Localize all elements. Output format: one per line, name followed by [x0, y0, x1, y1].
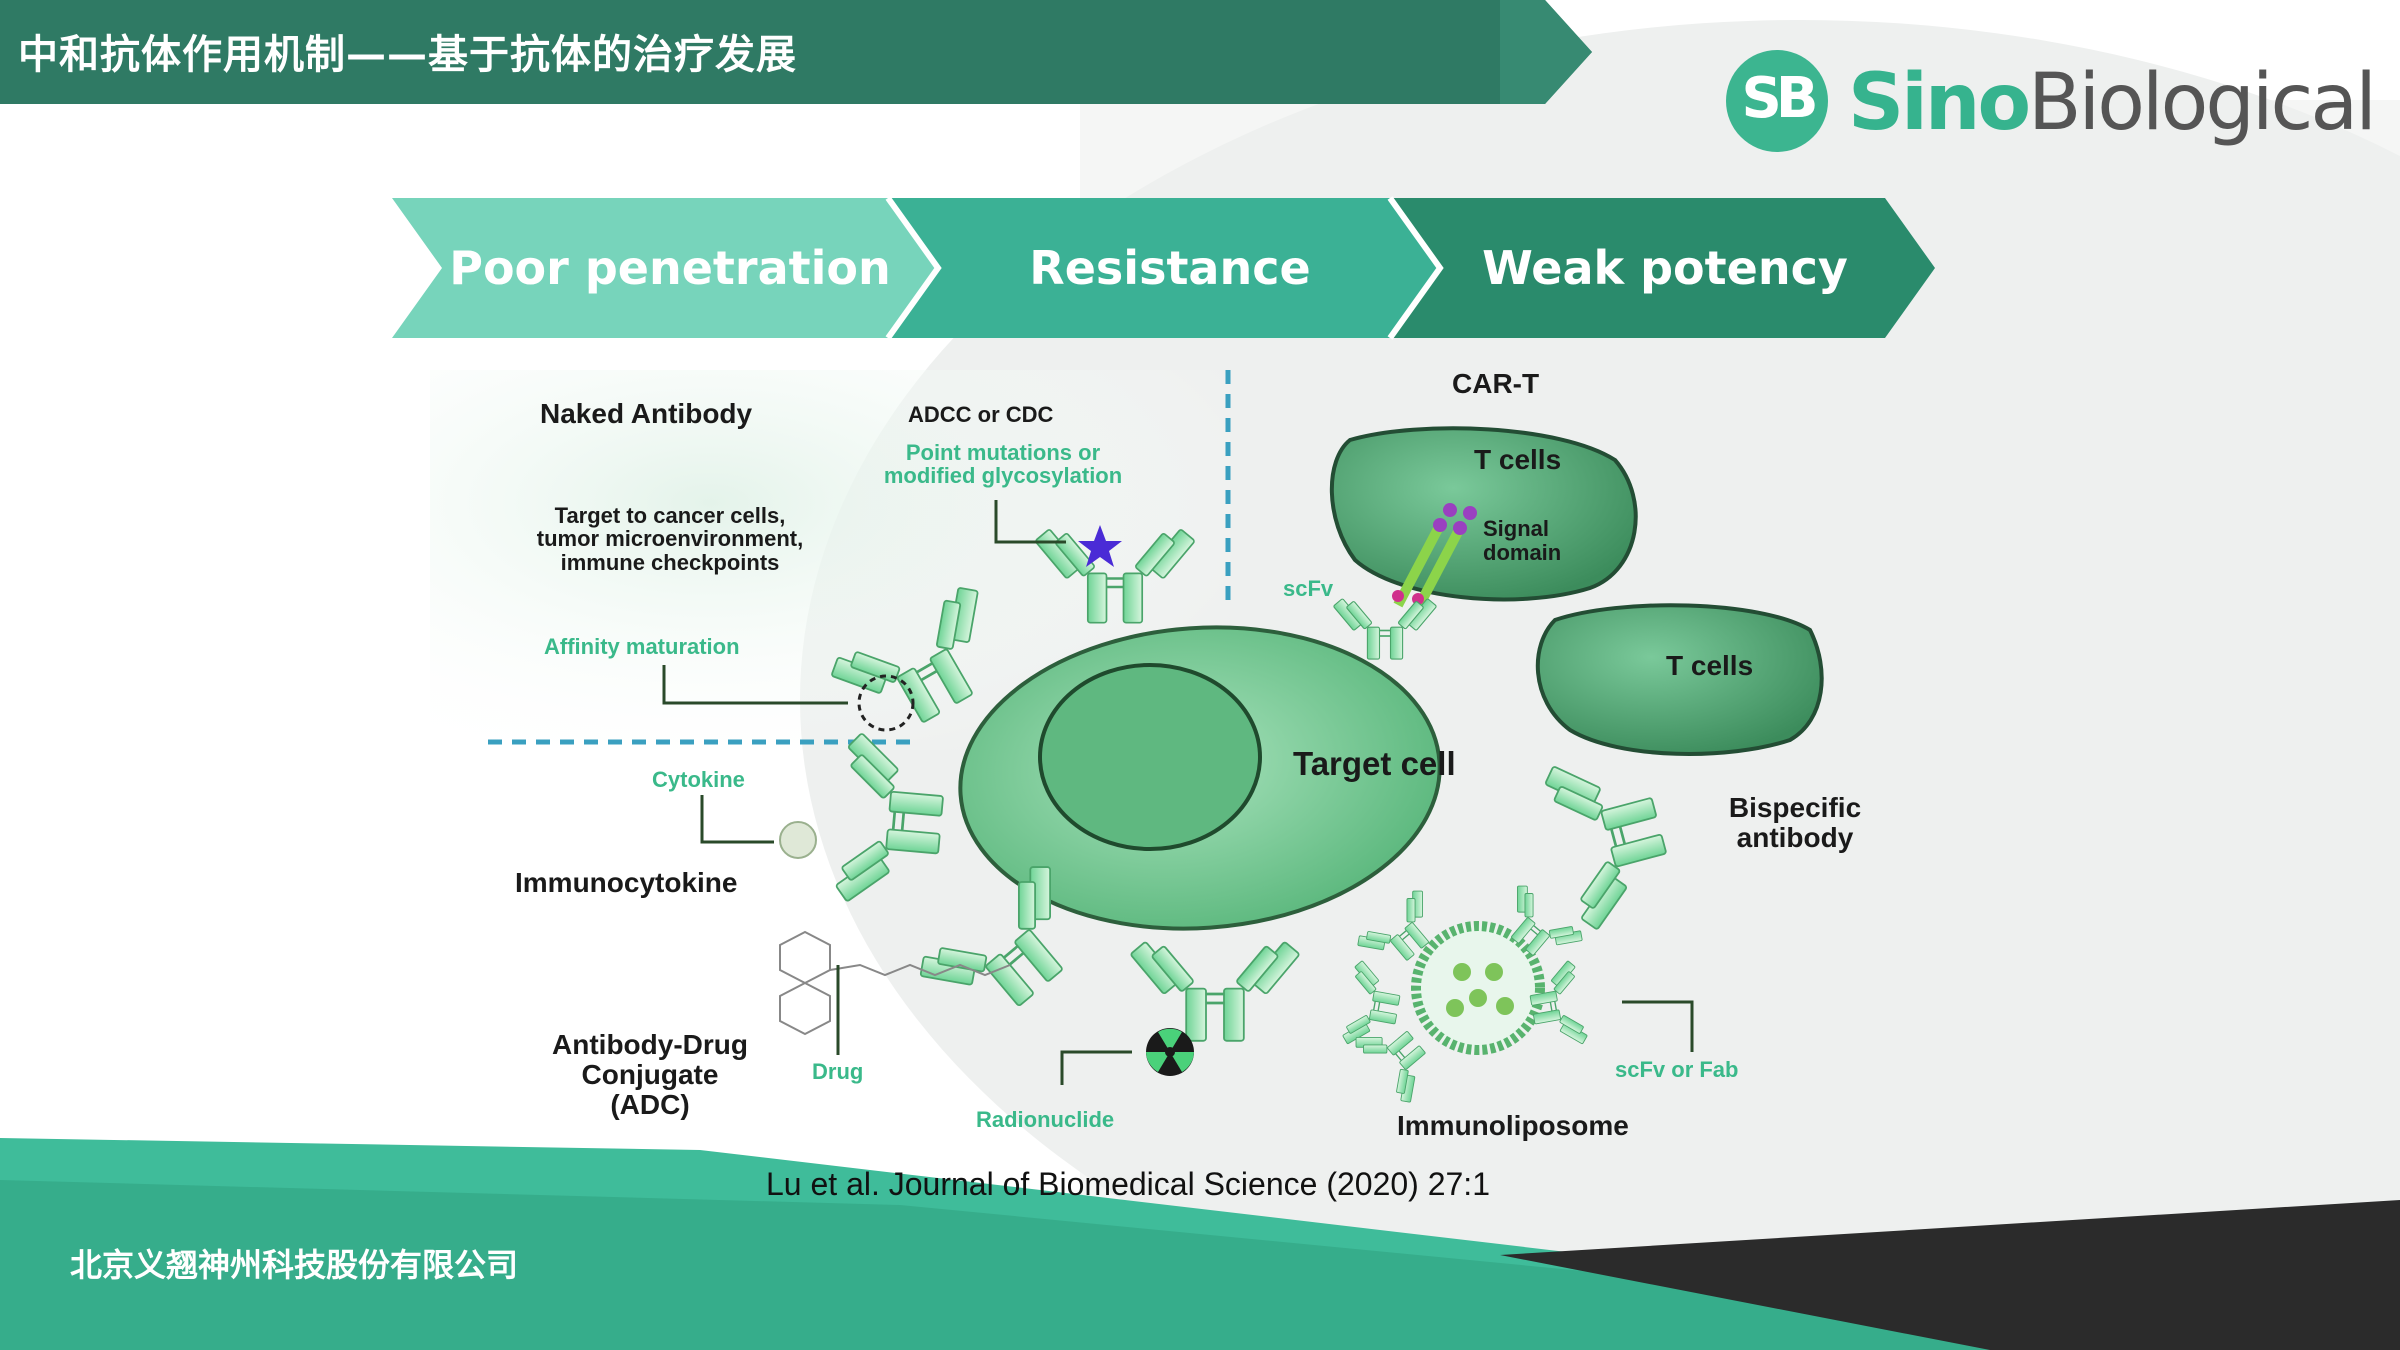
label-point-mutations-1: Point mutations or [905, 440, 1101, 465]
label-t-cells-1: T cells [1474, 444, 1562, 475]
citation: Lu et al. Journal of Biomedical Science … [766, 1166, 1490, 1202]
step-label: Poor penetration [449, 241, 891, 295]
chevron-shape-1 [392, 198, 938, 338]
label-scfv-or-fab: scFv or Fab [1615, 1057, 1739, 1082]
label-domain: domain [1483, 540, 1562, 565]
step-label: Resistance [1029, 241, 1311, 295]
label-target-to-1: Target to cancer cells, [554, 503, 786, 528]
step-weak-potency: Weak potency [1440, 198, 1890, 338]
footer-company: 北京义翘神州科技股份有限公司 [70, 1246, 519, 1284]
page-title: 中和抗体作用机制——基于抗体的治疗发展 [18, 32, 797, 78]
label-adc-1: Antibody-Drug [552, 1029, 748, 1060]
immunocytokine-antibody-icon [832, 730, 950, 911]
immunoliposome-icon [1340, 880, 1590, 1108]
label-target-cell: Target cell [1293, 745, 1456, 782]
radio-antibody-icon [1128, 940, 1302, 1043]
label-bispecific-1: Bispecific [1728, 792, 1862, 823]
step-resistance: Resistance [940, 198, 1400, 338]
mutation-star-icon [1078, 525, 1122, 567]
footer-band-dark [1500, 1200, 2400, 1350]
label-adc-3: (ADC) [610, 1089, 690, 1120]
label-point-mutations-2: modified glycosylation [883, 463, 1123, 488]
step-poor-penetration: Poor penetration [440, 198, 900, 338]
label-scfv: scFv [1283, 576, 1334, 601]
label-bispecific-2: antibody [1736, 822, 1854, 853]
radionuclide-icon [1146, 1028, 1194, 1076]
label-immunoliposome: Immunoliposome [1397, 1110, 1629, 1141]
brand-name-biological: Biological [2028, 58, 2377, 148]
label-car-t: CAR-T [1452, 368, 1540, 399]
label-naked-antibody: Naked Antibody [540, 398, 753, 429]
title-bar [0, 0, 1592, 104]
chevron-shape-3 [1390, 198, 1935, 338]
bispecific-antibody-icon [1539, 742, 1683, 935]
drug-molecule-icon [779, 930, 1011, 1036]
brand-name-sino: Sino [1848, 58, 2031, 148]
label-target-to-2: tumor microenvironment, [536, 526, 804, 551]
sb-logo-icon: SB [1726, 50, 1828, 152]
step-label: Weak potency [1482, 241, 1848, 295]
label-target-to-3: immune checkpoints [560, 550, 780, 575]
label-radionuclide: Radionuclide [976, 1107, 1115, 1132]
label-immunocytokine: Immunocytokine [515, 867, 738, 898]
cytokine-ball-icon [779, 821, 817, 859]
t-cell [1535, 603, 1824, 756]
affinity-circle-icon [857, 674, 915, 732]
brand-name: SinoBiological [1848, 58, 2377, 148]
chevron-shape-2 [890, 198, 1440, 338]
label-adcc: ADCC or CDC [908, 402, 1054, 427]
label-adc-2: Conjugate [581, 1059, 719, 1090]
label-affinity-maturation: Affinity maturation [544, 634, 740, 659]
cell-nucleus [1038, 663, 1262, 851]
label-cytokine: Cytokine [652, 767, 745, 792]
label-signal: Signal [1483, 516, 1550, 541]
car-receptor-icon [1332, 503, 1477, 660]
label-t-cells-2: T cells [1666, 650, 1754, 681]
car-t-cell [1329, 426, 1638, 602]
label-drug: Drug [812, 1059, 864, 1084]
